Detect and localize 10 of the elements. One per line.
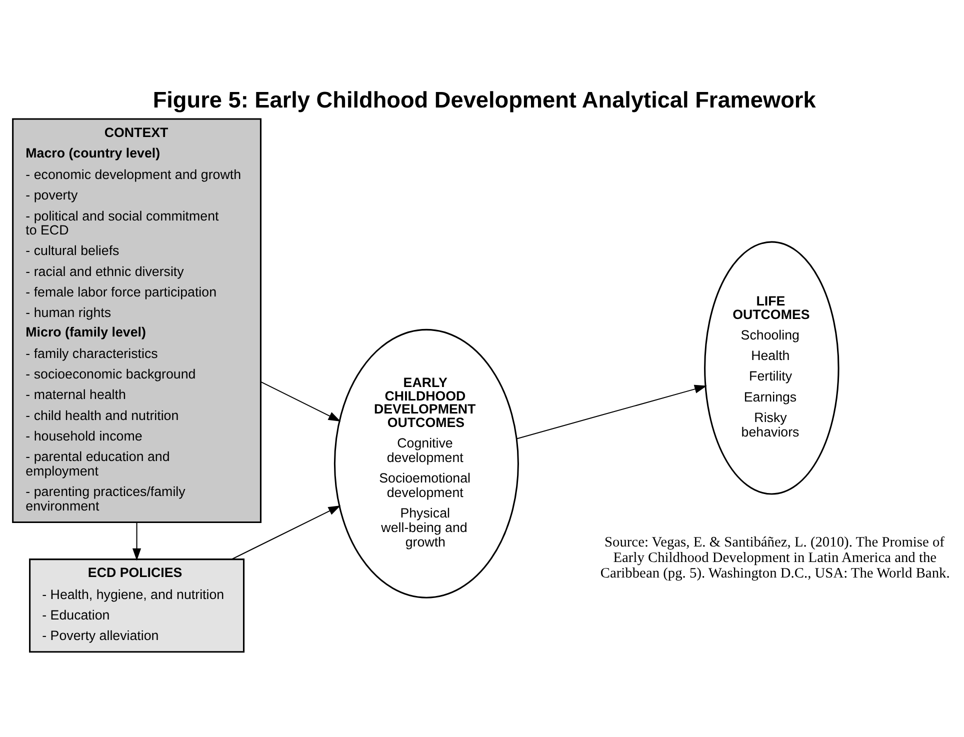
arrow (232, 504, 341, 560)
node-ellipse: EARLY CHILDHOOD DEVELOPMENT OUTCOMES Cognitive development Socioemotional development Physical well-being and growth (334, 328, 519, 598)
node-ellipse: LIFE OUTCOMES Schooling Health Fertility Earnings Risky behaviors (704, 240, 840, 494)
node-box: ECD POLICIES - Health, hygiene, and nutrition - Education - Poverty alleviation (29, 558, 245, 652)
diagram-title: Figure 5: Early Childhood Development Analytical Framework (152, 86, 816, 112)
arrow (132, 522, 142, 560)
label: Source: Vegas, E. & Santibáñez, L. (2010). The Promise of Early Childhood Development in Latin America and the Caribbean (pg. 5). Washington D.C., USA: The World Bank. (600, 534, 950, 582)
arrow (260, 380, 341, 422)
node-box: CONTEXT Macro (country level) - economic development and growth - poverty - political and social commitment to ECD - cultural beliefs - racial and ethnic diversity - female labor force participation - human rights Micro (family level) - family characteristics - socioeconomic background - maternal health - child health and nutrition - household income - parental education and employment - parenting practices/family environment (12, 118, 262, 523)
arrow (516, 384, 707, 439)
